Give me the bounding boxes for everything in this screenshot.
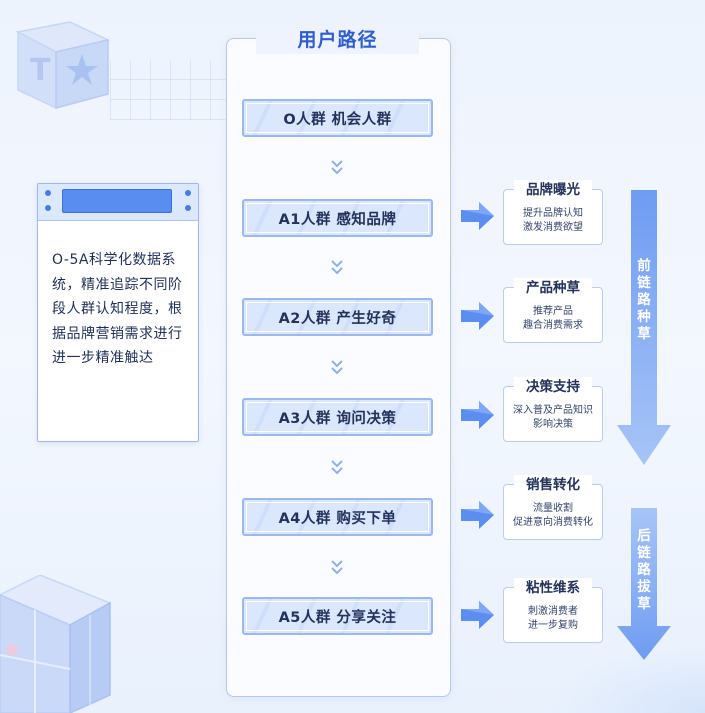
outcome-box-sales-conversion: 销售转化 流量收割 促进意向消费转化 xyxy=(503,475,603,540)
phase-char: 拔 xyxy=(637,579,651,595)
background-grid xyxy=(110,60,240,120)
phase-char: 种 xyxy=(637,309,651,325)
outcome-box-brand-exposure: 品牌曝光 提升品牌认知 激发消费欲望 xyxy=(503,180,603,245)
stage-o: O人群 机会人群 xyxy=(242,99,433,137)
chevron-down-icon xyxy=(331,260,343,275)
arrow-right-icon xyxy=(461,501,494,529)
outcome-line: 刺激消费者 xyxy=(528,606,578,617)
stage-label: A2人群 产生好奇 xyxy=(246,302,429,332)
stage-a5: A5人群 分享关注 xyxy=(242,597,433,635)
chevron-down-icon xyxy=(331,160,343,175)
stage-label: A1人群 感知品牌 xyxy=(246,203,429,233)
arrow-right-icon xyxy=(461,401,494,429)
note-dot-icon xyxy=(185,190,191,196)
outcome-line: 促进意向消费转化 xyxy=(513,517,593,528)
outcome-box-product-seeding: 产品种草 推荐产品 趣合消费需求 xyxy=(503,278,603,343)
stage-label: A4人群 购买下单 xyxy=(246,502,429,532)
stage-a1: A1人群 感知品牌 xyxy=(242,199,433,237)
outcome-line: 提升品牌认知 xyxy=(523,208,583,219)
note-screen-bar xyxy=(62,189,172,213)
stage-a4: A4人群 购买下单 xyxy=(242,498,433,536)
phase-char: 链 xyxy=(637,275,651,291)
outcome-line: 激发消费欲望 xyxy=(523,222,583,233)
back-chain-arrow-icon xyxy=(617,508,671,660)
phase-char: 路 xyxy=(637,292,651,308)
info-note-card: O-5A科学化数据系统，精准追踪不同阶段人群认知程度，根据品牌营销需求进行进一步… xyxy=(37,183,199,442)
outcome-box-decision-support: 决策支持 深入普及产品知识 影响决策 xyxy=(503,377,603,442)
chevron-down-icon xyxy=(331,560,343,575)
phase-char: 路 xyxy=(637,562,651,578)
phase-char: 草 xyxy=(637,326,651,342)
outcome-line: 推荐产品 xyxy=(533,306,573,317)
phase-char: 后 xyxy=(637,528,651,544)
background-swoosh xyxy=(545,643,705,713)
note-header xyxy=(38,184,198,221)
note-dot-icon xyxy=(185,205,191,211)
phase-char: 草 xyxy=(637,596,651,612)
note-description: O-5A科学化数据系统，精准追踪不同阶段人群认知程度，根据品牌营销需求进行进一步… xyxy=(52,252,183,366)
phase-char: 链 xyxy=(637,545,651,561)
stage-a2: A2人群 产生好奇 xyxy=(242,298,433,336)
arrow-right-icon xyxy=(461,202,494,230)
stage-label: A3人群 询问决策 xyxy=(246,402,429,432)
stage-label: O人群 机会人群 xyxy=(246,103,429,133)
note-dot-icon xyxy=(45,190,51,196)
outcome-line: 深入普及产品知识 xyxy=(513,405,593,416)
front-chain-label: 前 链 路 种 草 xyxy=(634,258,654,343)
phase-char: 前 xyxy=(637,258,651,274)
user-path-panel xyxy=(226,38,451,697)
outcome-title: 粘性维系 xyxy=(514,578,592,598)
front-chain-arrow-icon xyxy=(617,190,671,465)
cube-stack-decoration-icon xyxy=(0,575,112,713)
chevron-down-icon xyxy=(331,360,343,375)
outcome-title: 品牌曝光 xyxy=(514,180,592,200)
outcome-line: 影响决策 xyxy=(533,419,573,430)
outcome-line: 流量收割 xyxy=(533,503,573,514)
panel-title: 用户路径 xyxy=(256,26,419,54)
arrow-right-icon xyxy=(461,601,494,629)
note-dot-icon xyxy=(45,205,51,211)
outcome-line: 进一步复购 xyxy=(528,620,578,631)
outcome-title: 决策支持 xyxy=(514,377,592,397)
arrow-right-icon xyxy=(461,302,494,330)
back-chain-label: 后 链 路 拔 草 xyxy=(634,528,654,613)
outcome-box-stickiness: 粘性维系 刺激消费者 进一步复购 xyxy=(503,578,603,643)
cube-decoration-icon: T xyxy=(15,21,111,110)
outcome-title: 销售转化 xyxy=(514,475,592,495)
stage-a3: A3人群 询问决策 xyxy=(242,398,433,436)
stage-label: A5人群 分享关注 xyxy=(246,601,429,631)
svg-text:T: T xyxy=(30,53,51,88)
outcome-title: 产品种草 xyxy=(514,278,592,298)
chevron-down-icon xyxy=(331,460,343,475)
outcome-line: 趣合消费需求 xyxy=(523,320,583,331)
